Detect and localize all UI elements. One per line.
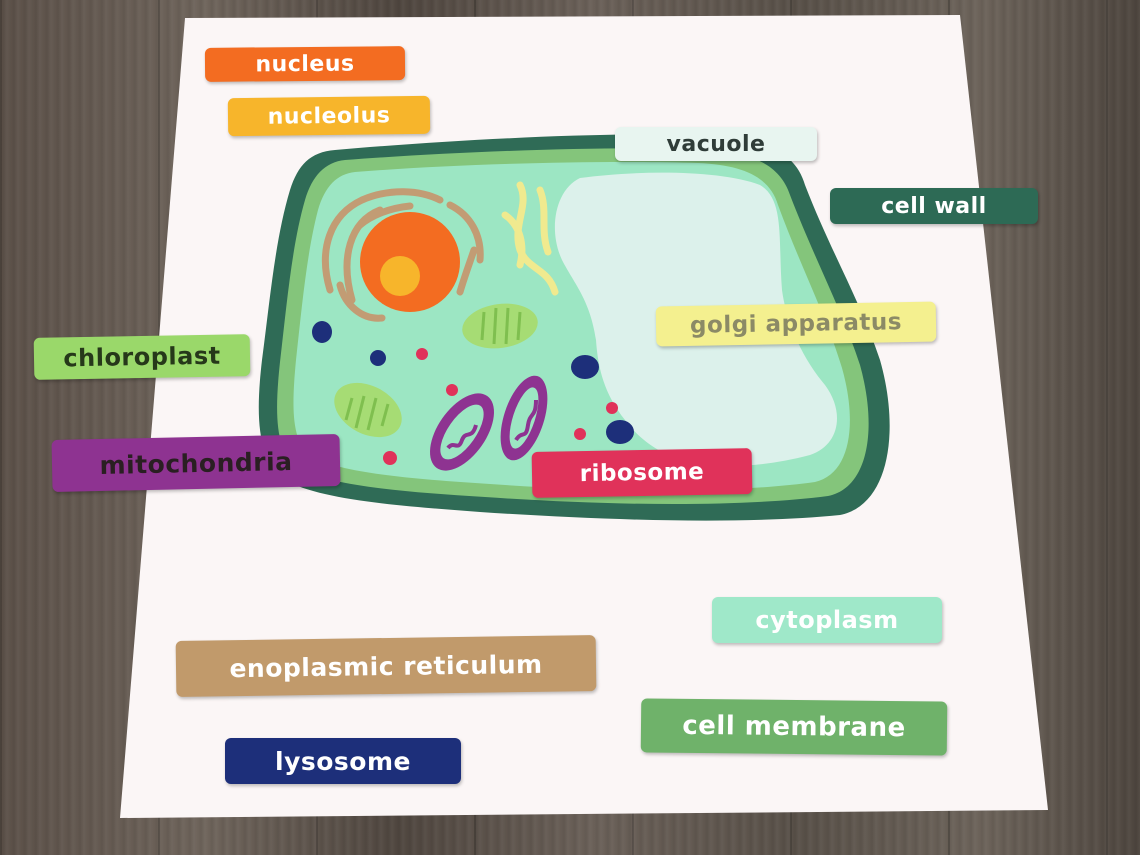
label-vacuole-text: vacuole [666, 131, 766, 157]
nucleolus-shape [380, 256, 420, 296]
label-endoplasmic-reticulum-text: enoplasmic reticulum [229, 649, 543, 683]
label-chloroplast: chloroplast [33, 334, 251, 380]
endoplasmic-reticulum-shape [321, 188, 484, 322]
label-nucleolus: nucleolus [227, 95, 431, 137]
label-nucleus: nucleus [204, 46, 406, 82]
ribosome-shapes [383, 348, 618, 465]
label-ribosome: ribosome [531, 448, 753, 498]
label-chloroplast-text: chloroplast [63, 341, 221, 373]
label-golgi-apparatus: golgi apparatus [655, 301, 937, 347]
label-cell-membrane: cell membrane [640, 698, 948, 756]
label-lysosome: lysosome [225, 738, 461, 784]
label-nucleolus-text: nucleolus [267, 102, 391, 130]
label-golgi-apparatus-text: golgi apparatus [689, 309, 903, 339]
label-cytoplasm: cytoplasm [712, 597, 942, 643]
label-lysosome-text: lysosome [275, 746, 411, 776]
label-nucleus-text: nucleus [255, 51, 355, 77]
label-endoplasmic-reticulum: enoplasmic reticulum [175, 635, 597, 697]
chloroplast-shape-2 [334, 382, 402, 438]
label-ribosome-text: ribosome [579, 458, 705, 488]
lysosome-shapes [312, 321, 634, 444]
label-cell-wall: cell wall [830, 188, 1038, 224]
label-cytoplasm-text: cytoplasm [755, 606, 899, 634]
label-mitochondria-text: mitochondria [99, 446, 293, 480]
label-cell-wall-text: cell wall [881, 193, 987, 219]
chloroplast-shape-1 [462, 303, 538, 349]
golgi-shape [501, 181, 559, 296]
label-mitochondria: mitochondria [51, 433, 341, 493]
mitochondria-shape-1 [430, 393, 494, 471]
mitochondria-shape-2 [500, 375, 548, 461]
label-cell-membrane-text: cell membrane [682, 710, 906, 744]
label-vacuole: vacuole [615, 127, 817, 161]
